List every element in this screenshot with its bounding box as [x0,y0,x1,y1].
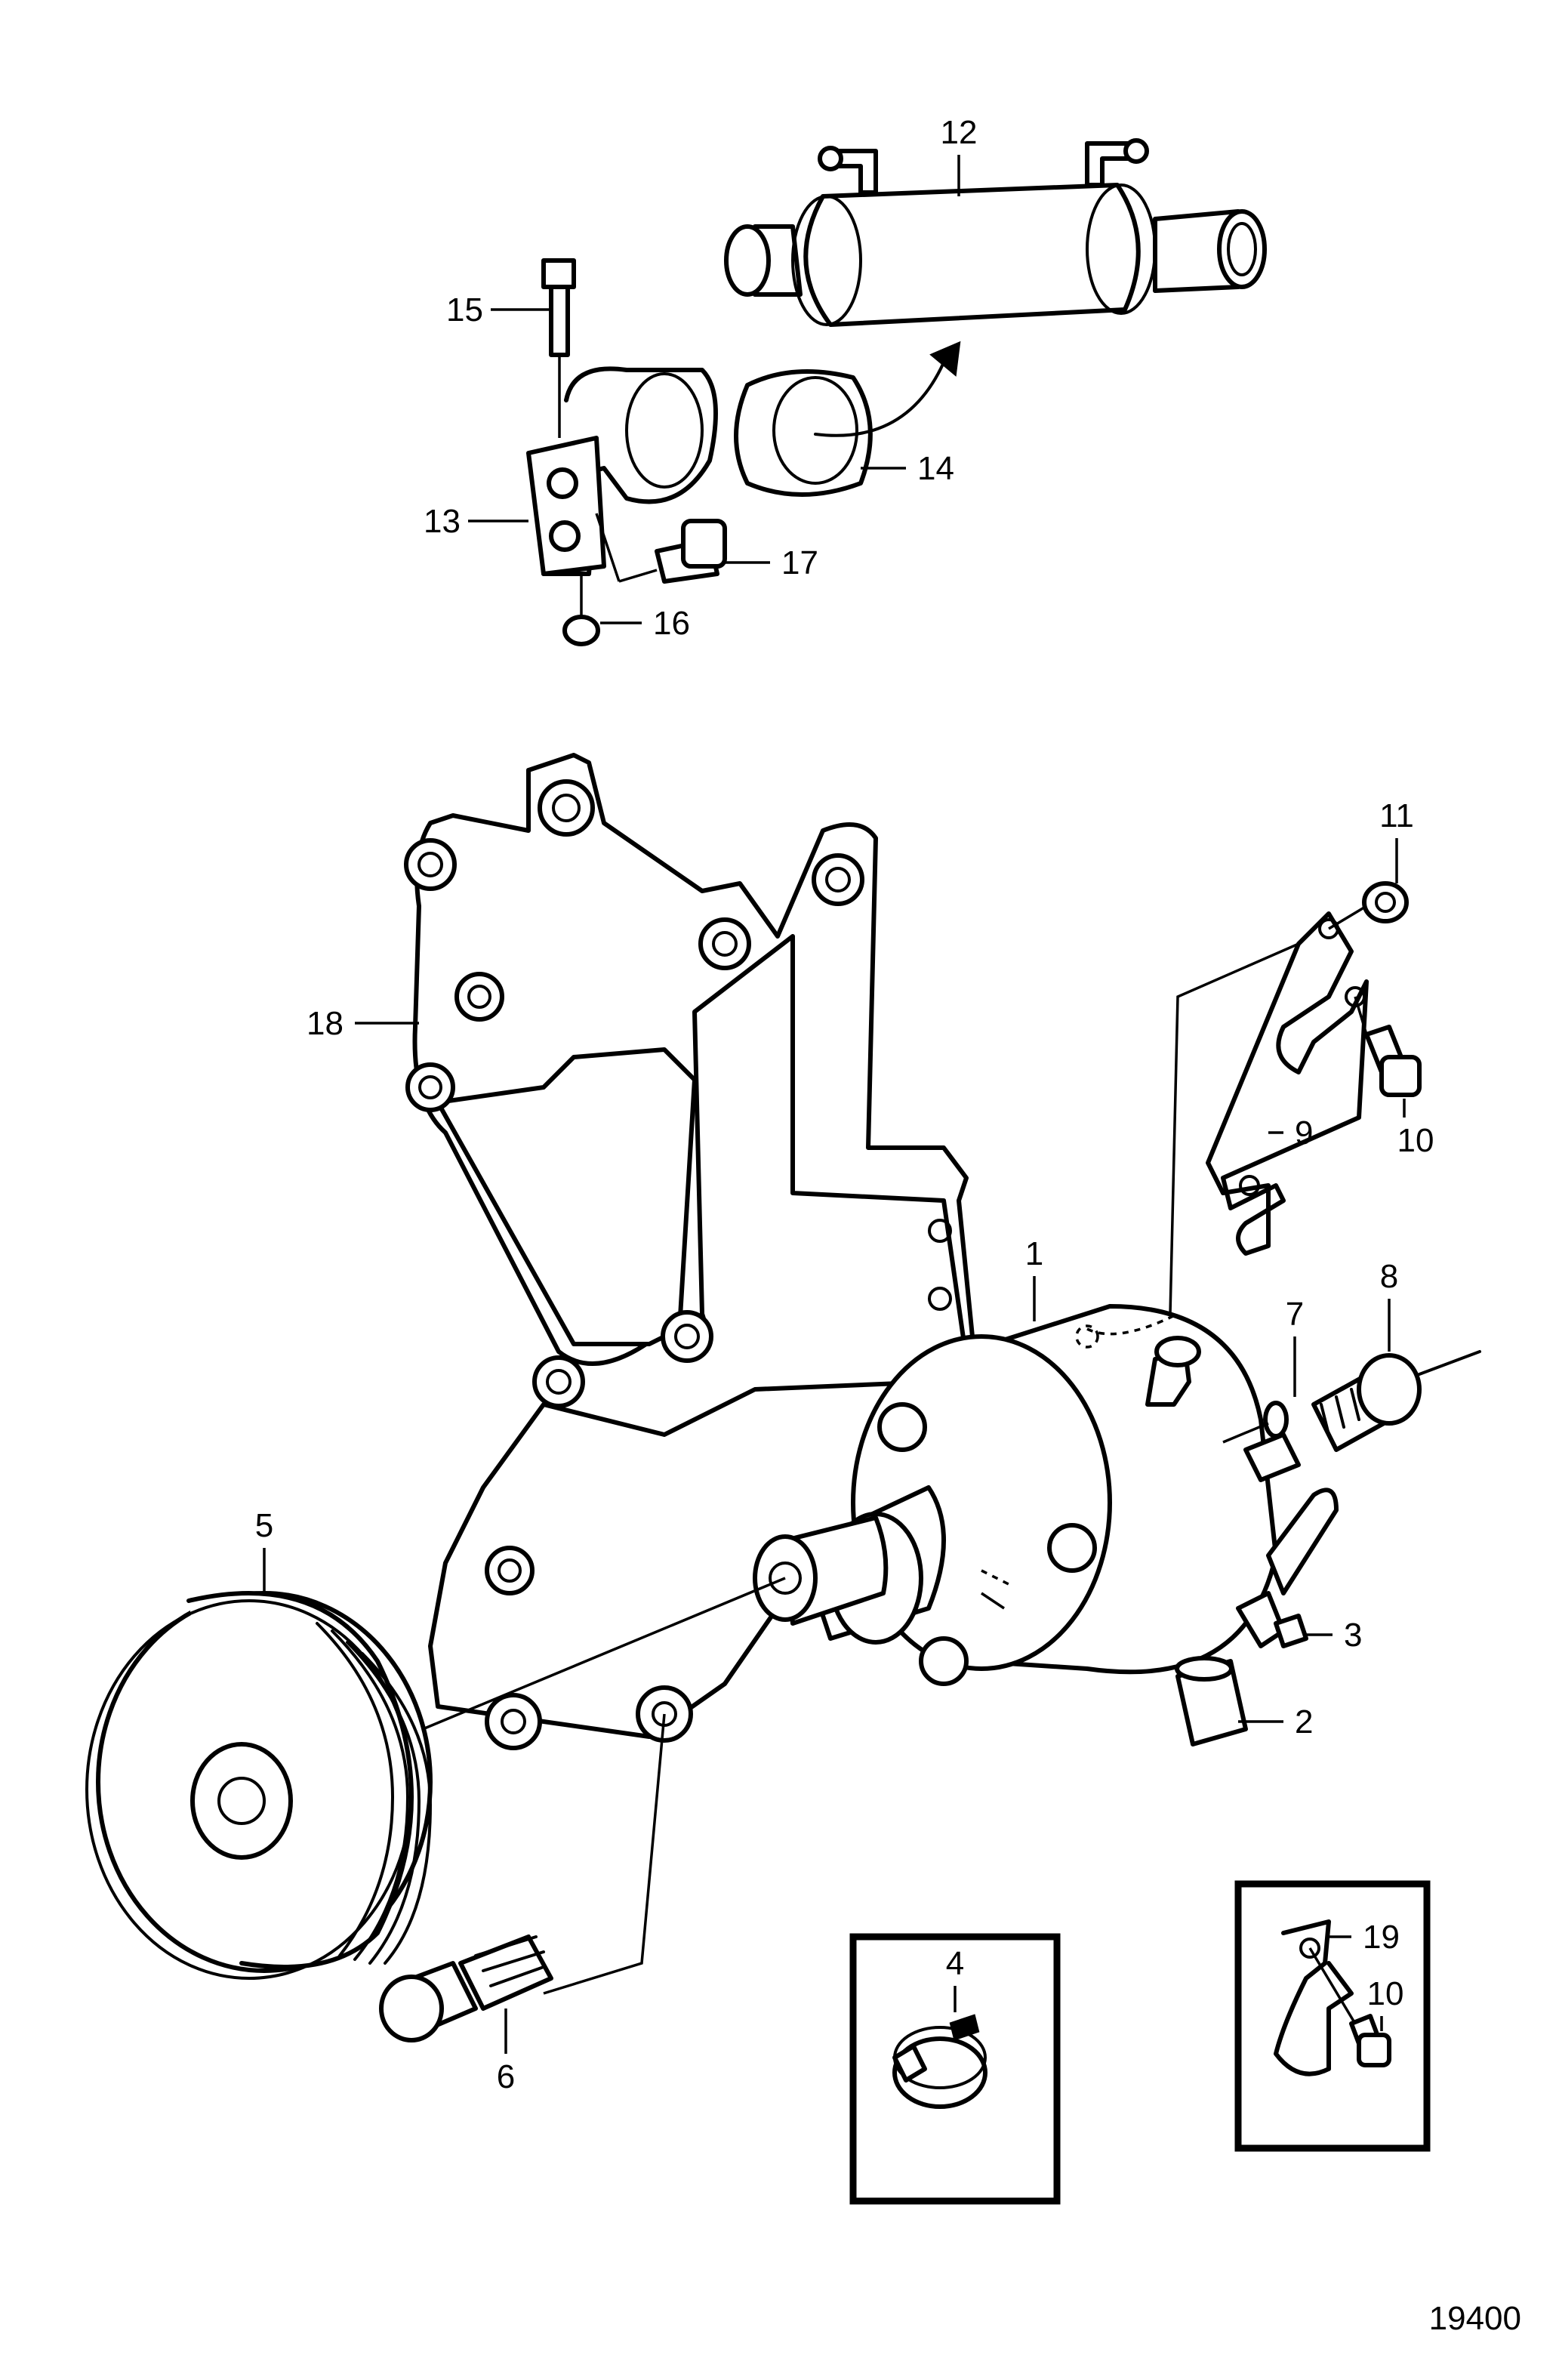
callout-19: 19 [1363,1919,1400,1956]
callout-leaders [263,155,1406,2054]
callout-6: 6 [497,2058,515,2095]
screw-part-10 [1354,996,1422,1097]
callout-12: 12 [941,114,978,151]
cap-part-2 [1175,1656,1248,1746]
pump-part-1 [422,942,1339,1995]
callout-4: 4 [946,1945,964,1982]
oring-part-7 [1222,1401,1289,1444]
callout-10-inset: 10 [1367,1975,1404,2012]
clamp-part-13 [526,366,718,582]
valve-part-3 [1236,1591,1308,1648]
fitting-part-8 [1311,1350,1481,1452]
callout-11: 11 [1379,797,1414,834]
inset-clip-19 [1234,1880,1431,2152]
callout-9: 9 [1295,1114,1313,1151]
inset-hose-clamp-4 [849,1933,1061,2205]
callout-16: 16 [653,605,690,642]
plate-part-9 [1206,911,1369,1256]
callout-2: 2 [1295,1703,1313,1740]
bracket-part-18 [404,753,976,1750]
callout-10: 10 [1397,1122,1434,1159]
nut-part-16 [562,574,600,646]
nut-part-11 [1328,881,1409,930]
callout-8: 8 [1380,1258,1398,1295]
callout-13: 13 [424,503,461,540]
pulley-part-5 [85,1591,433,1980]
figure-id: 19400 [1429,2300,1521,2337]
bolt-part-15 [541,258,576,438]
callout-17: 17 [781,544,818,581]
callout-5: 5 [255,1507,273,1544]
callout-7: 7 [1286,1296,1304,1333]
callout-3: 3 [1344,1617,1362,1654]
callout-1: 1 [1025,1235,1043,1272]
callout-labels: 12 15 14 13 17 16 11 18 9 10 1 8 7 5 3 2… [255,114,1521,2337]
callout-14: 14 [917,450,954,487]
screw-part-17 [618,519,727,584]
bolt-part-6 [379,1935,553,2042]
callout-18: 18 [307,1005,344,1042]
pipe-cooler-part-12 [724,138,1267,327]
callout-15: 15 [446,291,483,328]
sleeve-part-14 [734,341,961,497]
